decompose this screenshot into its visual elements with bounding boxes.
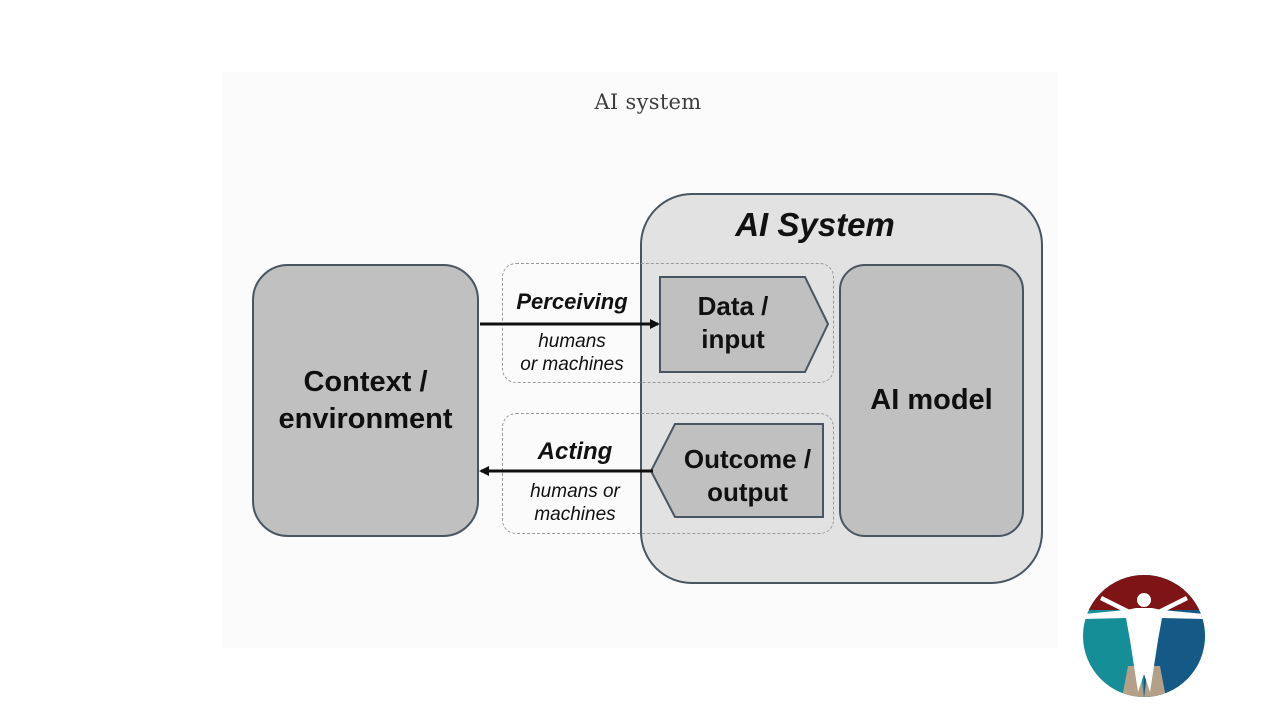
perceiving-label: Perceiving: [516, 289, 628, 314]
data-input-label: Data / input: [697, 291, 769, 354]
perceiving-sub-line1: humans: [538, 331, 606, 352]
ai-model-label: AI model: [870, 384, 993, 416]
acting-dashed-region: [502, 413, 834, 534]
slide-title: AI system: [594, 90, 702, 114]
ai-model-box: AI model: [839, 264, 1024, 537]
data-input-shape: [659, 276, 830, 373]
perceiving-sub-line2: or machines: [520, 354, 624, 375]
acting-sub-line1: humans or: [530, 481, 620, 502]
outcome-output-label: Outcome / output: [683, 444, 812, 507]
ai-system-label: AI System: [735, 206, 895, 243]
outcome-output-shape: [649, 423, 824, 518]
acting-label: Acting: [537, 438, 613, 465]
context-environment-box: Context / environment: [252, 264, 479, 537]
context-environment-label: Context / environment: [278, 365, 453, 435]
vitruvian-man-logo-icon: [1083, 575, 1205, 697]
acting-sub-line2: machines: [534, 504, 616, 525]
